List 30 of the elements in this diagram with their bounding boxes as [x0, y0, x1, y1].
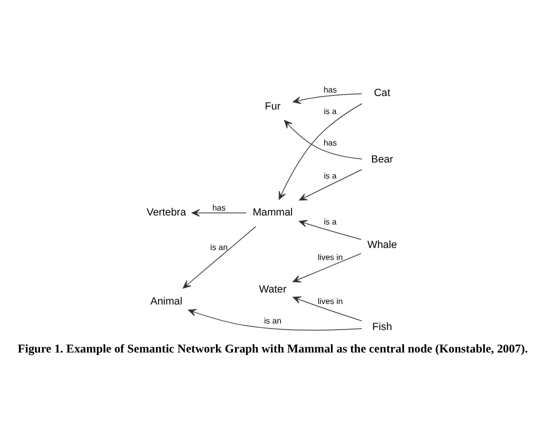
edge-label: has [324, 138, 337, 148]
edge-label: has [212, 203, 226, 212]
arrow [192, 208, 246, 216]
node-text: Vertebra [146, 207, 186, 218]
edge-label: is an [264, 316, 282, 325]
arrow [292, 296, 362, 321]
edge-label: is a [324, 106, 337, 116]
node-text: Mammal [252, 207, 293, 218]
edge-label: lives in [318, 296, 343, 306]
node-text: Water [259, 284, 286, 296]
arrow [292, 92, 362, 104]
arrow [299, 168, 362, 200]
edge-label: is a [324, 170, 337, 180]
arrow [188, 308, 362, 330]
edge-label: has [324, 85, 337, 94]
edge-label: is a [324, 217, 337, 226]
node-text: Whale [367, 239, 397, 250]
node-text: Cat [374, 88, 390, 99]
node-text: Fur [264, 101, 281, 112]
arrow [284, 120, 362, 159]
arrow [292, 252, 362, 282]
caption: Figure 1. Example of Semantic Network Graph with Mammal as the central node (Konstable, 2007). [18, 340, 528, 355]
node-text: Animal [150, 296, 182, 308]
edge-label: lives in [318, 252, 343, 262]
arrow [278, 102, 362, 200]
node-text: Fish [372, 321, 392, 332]
node-text: Bear [371, 154, 394, 166]
edge-label: is an [210, 242, 228, 252]
arrow [298, 219, 362, 240]
arrow [182, 226, 256, 288]
